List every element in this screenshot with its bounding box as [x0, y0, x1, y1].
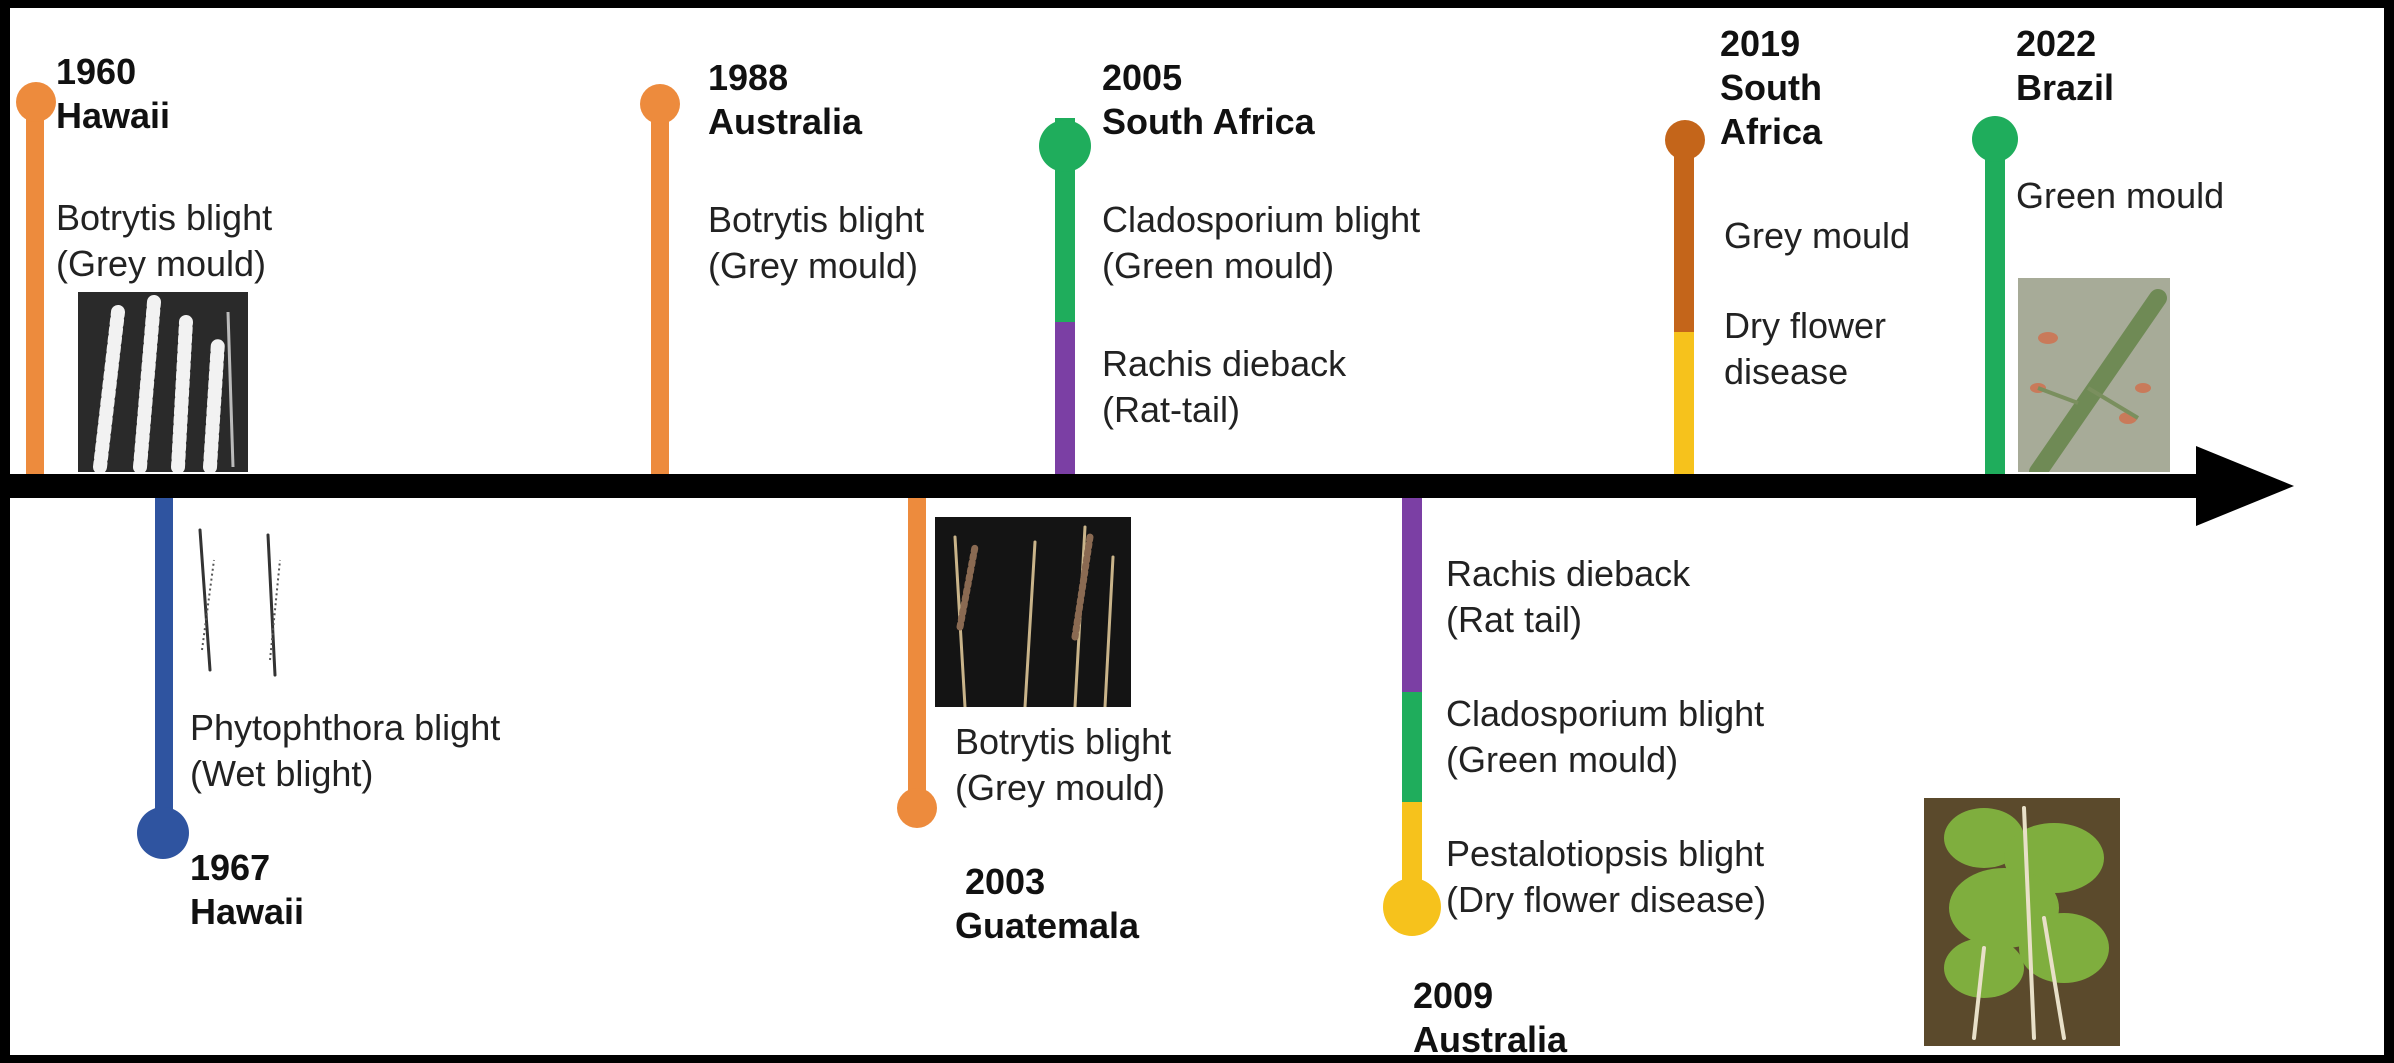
year-1960: 1960 [56, 50, 136, 94]
year-2003: 2003 [965, 860, 1045, 904]
photo-2022-green-mould [2018, 278, 2170, 472]
stem-1960-botrytis [26, 102, 44, 474]
disease-2019-2-line1: Dry flower [1724, 302, 1886, 349]
stem-1967-phytophthora [155, 498, 173, 828]
disease-2022-name: Green mould [2016, 172, 2224, 219]
marker-1960 [16, 82, 56, 122]
location-1960: Hawaii [56, 94, 170, 138]
marker-1988 [640, 84, 680, 124]
stem-2009-rachis [1402, 498, 1422, 692]
stem-2019-grey-mould [1674, 138, 1694, 332]
marker-2009 [1383, 878, 1441, 936]
year-2019: 2019 [1720, 22, 1800, 66]
marker-2022 [1972, 116, 2018, 162]
location-2003: Guatemala [955, 904, 1139, 948]
location-1988: Australia [708, 100, 862, 144]
disease-2009-1-name: Rachis dieback [1446, 550, 1690, 597]
disease-1960-alt: (Grey mould) [56, 240, 266, 287]
photo-2009-green-mould [1924, 798, 2120, 1046]
marker-1967 [137, 807, 189, 859]
disease-1967-alt: (Wet blight) [190, 750, 373, 797]
disease-1988-name: Botrytis blight [708, 196, 924, 243]
disease-2003-name: Botrytis blight [955, 718, 1171, 765]
location-2005: South Africa [1102, 100, 1315, 144]
timeline-diagram: 1960 Hawaii Botrytis blight (Grey mould) [10, 8, 2384, 1055]
location-2019-line1: South [1720, 66, 1822, 110]
location-2022: Brazil [2016, 66, 2114, 110]
stem-2019-dry-flower [1674, 332, 1694, 474]
year-2009: 2009 [1413, 974, 1493, 1018]
location-2009: Australia [1413, 1018, 1567, 1055]
stem-2009-cladosporium [1402, 692, 1422, 802]
year-1988: 1988 [708, 56, 788, 100]
disease-1960-name: Botrytis blight [56, 194, 272, 241]
disease-2009-2-alt: (Green mould) [1446, 736, 1678, 783]
year-1967: 1967 [190, 846, 270, 890]
disease-2009-1-alt: (Rat tail) [1446, 596, 1582, 643]
disease-2005-2-alt: (Rat-tail) [1102, 386, 1240, 433]
disease-2019-2-line2: disease [1724, 348, 1848, 395]
marker-2005 [1039, 120, 1091, 172]
year-2022: 2022 [2016, 22, 2096, 66]
disease-1988-alt: (Grey mould) [708, 242, 918, 289]
photo-1967-wet-blight [180, 520, 320, 680]
disease-2003-alt: (Grey mould) [955, 764, 1165, 811]
photo-2003-grey-mould [935, 517, 1131, 707]
location-2019-line2: Africa [1720, 110, 1822, 154]
disease-2005-1-alt: (Green mould) [1102, 242, 1334, 289]
disease-1967-name: Phytophthora blight [190, 704, 500, 751]
disease-2009-3-alt: (Dry flower disease) [1446, 876, 1766, 923]
disease-2009-2-name: Cladosporium blight [1446, 690, 1764, 737]
stem-2003-botrytis [908, 498, 926, 808]
location-1967: Hawaii [190, 890, 304, 934]
disease-2005-2-name: Rachis dieback [1102, 340, 1346, 387]
marker-2003 [897, 788, 937, 828]
photo-1960-grey-mould [78, 292, 248, 472]
disease-2009-3-name: Pestalotiopsis blight [1446, 830, 1764, 877]
stem-2022-green-mould [1985, 128, 2005, 474]
marker-2019 [1665, 120, 1705, 160]
axis-arrowhead [2196, 446, 2294, 526]
disease-2005-1-name: Cladosporium blight [1102, 196, 1420, 243]
year-2005: 2005 [1102, 56, 1182, 100]
stem-2005-rachis [1055, 322, 1075, 474]
axis-line [10, 474, 2210, 498]
stem-1988-botrytis [651, 104, 669, 474]
disease-2019-1-name: Grey mould [1724, 212, 1910, 259]
